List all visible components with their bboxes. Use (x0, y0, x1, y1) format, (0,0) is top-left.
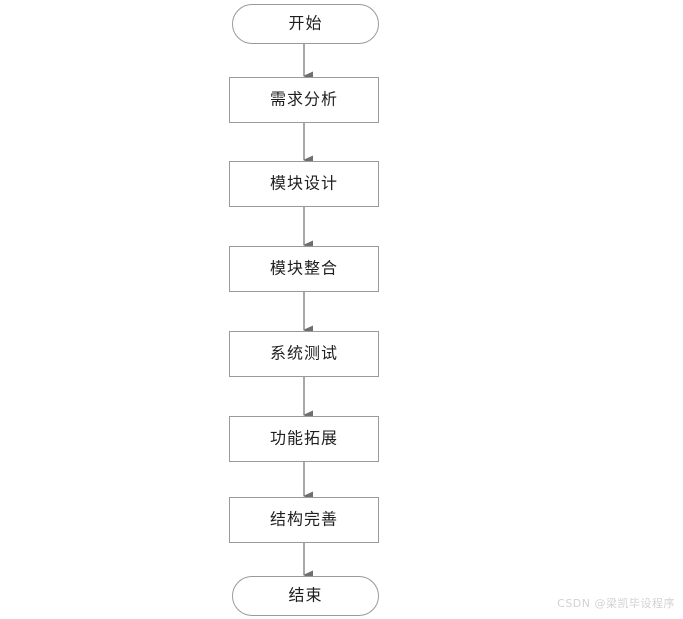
flow-node-end[interactable]: 结束 (232, 576, 379, 616)
csdn-watermark: CSDN @梁凯毕设程序 (557, 597, 675, 610)
flow-node-label: 结构完善 (269, 509, 338, 529)
flow-node-feature-expand[interactable]: 功能拓展 (229, 416, 379, 462)
flow-node-label: 开始 (288, 13, 323, 33)
flow-node-module-integrate[interactable]: 模块整合 (229, 246, 379, 292)
flow-node-module-design[interactable]: 模块设计 (229, 161, 379, 207)
flow-node-label: 结束 (288, 585, 323, 605)
flow-node-requirement[interactable]: 需求分析 (229, 77, 379, 123)
flow-node-structure-improve[interactable]: 结构完善 (229, 497, 379, 543)
flow-node-label: 需求分析 (269, 89, 338, 109)
flow-node-label: 模块整合 (269, 258, 338, 278)
flow-node-label: 系统测试 (269, 343, 338, 363)
flow-node-start[interactable]: 开始 (232, 4, 379, 44)
flow-node-label: 功能拓展 (269, 428, 338, 448)
flow-node-system-test[interactable]: 系统测试 (229, 331, 379, 377)
flow-node-label: 模块设计 (269, 173, 338, 193)
